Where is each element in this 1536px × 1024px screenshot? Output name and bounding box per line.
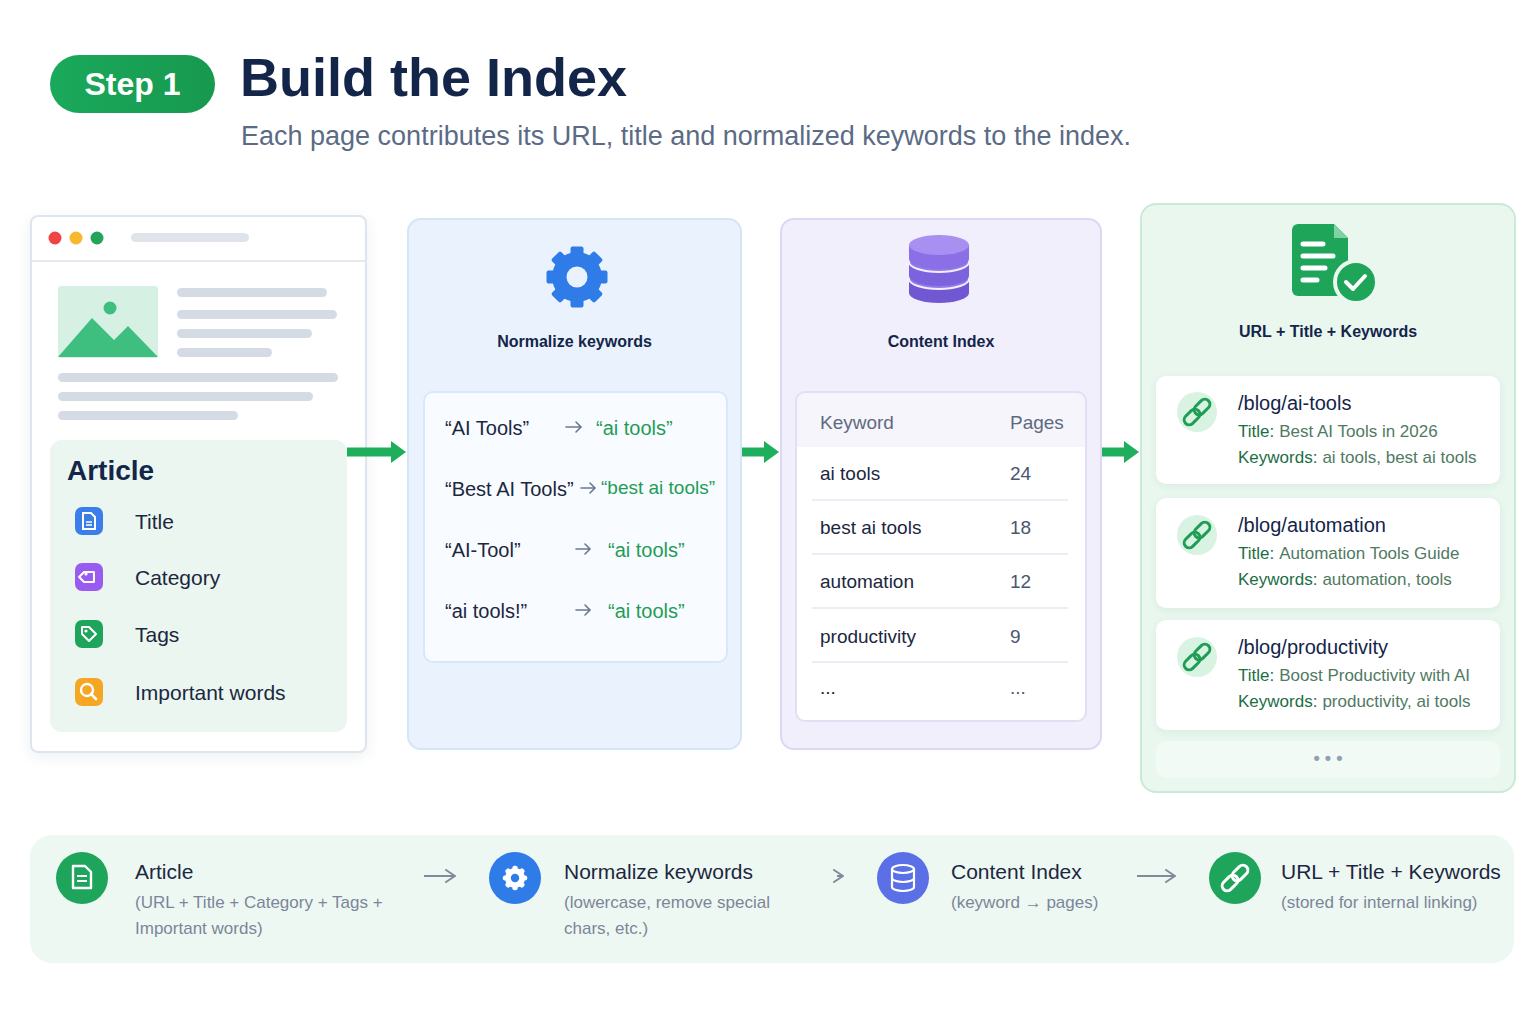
node-text: ai tools, best ai tools bbox=[1322, 448, 1476, 468]
node-heading: Keyword bbox=[820, 412, 894, 435]
node-text: ... bbox=[1010, 677, 1026, 700]
node-text: Title: bbox=[1238, 544, 1274, 564]
summary-arrow bbox=[424, 875, 455, 877]
node-text: (lowercase, remove special chars, etc.) bbox=[564, 890, 800, 942]
node-text: 12 bbox=[1010, 571, 1031, 594]
node-text: Keywords: bbox=[1238, 570, 1317, 590]
output-panel: /blog/ai-toolsTitle:Best AI Tools in 202… bbox=[1140, 203, 1516, 793]
node-heading: /blog/automation bbox=[1238, 513, 1386, 537]
text-placeholder bbox=[58, 288, 338, 420]
node-text: “ai tools!” bbox=[445, 599, 527, 623]
image-placeholder bbox=[58, 286, 158, 358]
node-text: Pages bbox=[1010, 412, 1064, 435]
node-heading: “AI Tools” bbox=[445, 416, 529, 440]
node-text: (stored for internal linking) bbox=[1281, 890, 1478, 916]
database-icon bbox=[909, 235, 969, 303]
summary-item: Article (URL + Title + Category + Tags + … bbox=[56, 851, 390, 943]
table-rules bbox=[812, 500, 1068, 662]
node-text: productivity, ai tools bbox=[1322, 692, 1470, 712]
mapping-arrows bbox=[566, 422, 595, 615]
node-text: Title: bbox=[1238, 666, 1274, 686]
page-caption: Each page contributes its URL, title and… bbox=[241, 121, 1131, 152]
node-text: “AI-Tool” bbox=[445, 538, 521, 562]
node-text: 9 bbox=[1010, 626, 1021, 649]
summary-arrow bbox=[837, 875, 843, 877]
node-heading: URL + Title + Keywords bbox=[1142, 322, 1514, 341]
node-heading: Normalize keywords bbox=[409, 332, 740, 351]
node-text: best ai tools bbox=[820, 517, 921, 540]
node-text: Keywords: bbox=[1238, 692, 1317, 712]
node-heading: Article bbox=[135, 859, 193, 884]
node-text: automation bbox=[820, 571, 914, 594]
link-icons bbox=[1177, 392, 1217, 677]
flow-arrow bbox=[347, 448, 395, 457]
node-heading: Normalize keywords bbox=[564, 859, 753, 884]
node-text: (URL + Title + Category + Tags + Importa… bbox=[135, 890, 387, 942]
node-heading: Step 1 bbox=[50, 65, 215, 103]
gear-icon bbox=[547, 247, 608, 308]
summary-icons bbox=[56, 852, 1261, 904]
summary-item: URL + Title + Keywords (stored for intern… bbox=[1209, 851, 1505, 943]
more-card: • • • bbox=[1156, 741, 1500, 778]
node-text: “Best AI Tools” bbox=[445, 477, 574, 501]
node-text: Best AI Tools in 2026 bbox=[1279, 422, 1437, 442]
node-text: Important words bbox=[135, 680, 286, 705]
node-text: Title bbox=[135, 509, 174, 534]
node-heading: Content Index bbox=[951, 859, 1082, 884]
page-title: Build the Index bbox=[240, 46, 627, 108]
flow-arrow bbox=[1102, 448, 1128, 457]
flow-arrow bbox=[742, 448, 768, 457]
mapping-box: “AI Tools” “ai tools” “Best AI Tools” “best… bbox=[423, 391, 728, 663]
node-heading: Article bbox=[67, 454, 154, 488]
node-text: (keyword → pages) bbox=[951, 890, 1098, 916]
node-text: 18 bbox=[1010, 517, 1031, 540]
node-text: Title: bbox=[1238, 422, 1274, 442]
browser-bar bbox=[32, 217, 365, 262]
node-text: Automation Tools Guide bbox=[1279, 544, 1459, 564]
node-heading: URL + Title + Keywords bbox=[1281, 859, 1501, 884]
node-text: “best ai tools” bbox=[601, 477, 715, 500]
field-icons bbox=[75, 507, 103, 706]
node-text: “ai tools” bbox=[596, 416, 673, 440]
node-heading: /blog/productivity bbox=[1238, 635, 1388, 659]
node-text: productivity bbox=[820, 626, 916, 649]
process-panel: “AI Tools” “ai tools” “Best AI Tools” “best… bbox=[407, 218, 742, 750]
node-text: Boost Productivity with AI bbox=[1279, 666, 1470, 686]
summary-arrow bbox=[1137, 875, 1175, 877]
node-text: Tags bbox=[135, 622, 179, 647]
page-card: /blog/ai-toolsTitle:Best AI Tools in 202… bbox=[1156, 376, 1500, 484]
index-panel: Keyword Pages ai tools 24 best ai tools 18 aut… bbox=[780, 218, 1102, 750]
page-card: /blog/productivityTitle:Boost Productivi… bbox=[1156, 620, 1500, 730]
index-table: Keyword Pages ai tools 24 best ai tools 18 aut… bbox=[795, 391, 1087, 722]
node-text: ... bbox=[820, 677, 836, 700]
page-card: /blog/automationTitle:Automation Tools G… bbox=[1156, 498, 1500, 608]
node-heading: Content Index bbox=[782, 332, 1100, 351]
node-text: “ai tools” bbox=[608, 599, 685, 623]
node-text: “ai tools” bbox=[608, 538, 685, 562]
browser-chrome bbox=[49, 232, 250, 245]
node-text: automation, tools bbox=[1322, 570, 1451, 590]
step-badge: Step 1 bbox=[50, 55, 215, 113]
node-text: Keywords: bbox=[1238, 448, 1317, 468]
node-heading: • • • bbox=[1156, 748, 1500, 770]
node-heading: /blog/ai-tools bbox=[1238, 391, 1351, 415]
summary-item: Content Index (keyword → pages) bbox=[877, 851, 1103, 943]
article-box: ArticleTitleCategoryTagsImportant words bbox=[50, 440, 347, 732]
document-icon bbox=[1292, 224, 1377, 303]
node-text: Category bbox=[135, 565, 220, 590]
node-text: 24 bbox=[1010, 463, 1031, 486]
summary-item: Normalize keywords (lowercase, remove spe… bbox=[489, 851, 803, 943]
node-text: ai tools bbox=[820, 463, 880, 486]
